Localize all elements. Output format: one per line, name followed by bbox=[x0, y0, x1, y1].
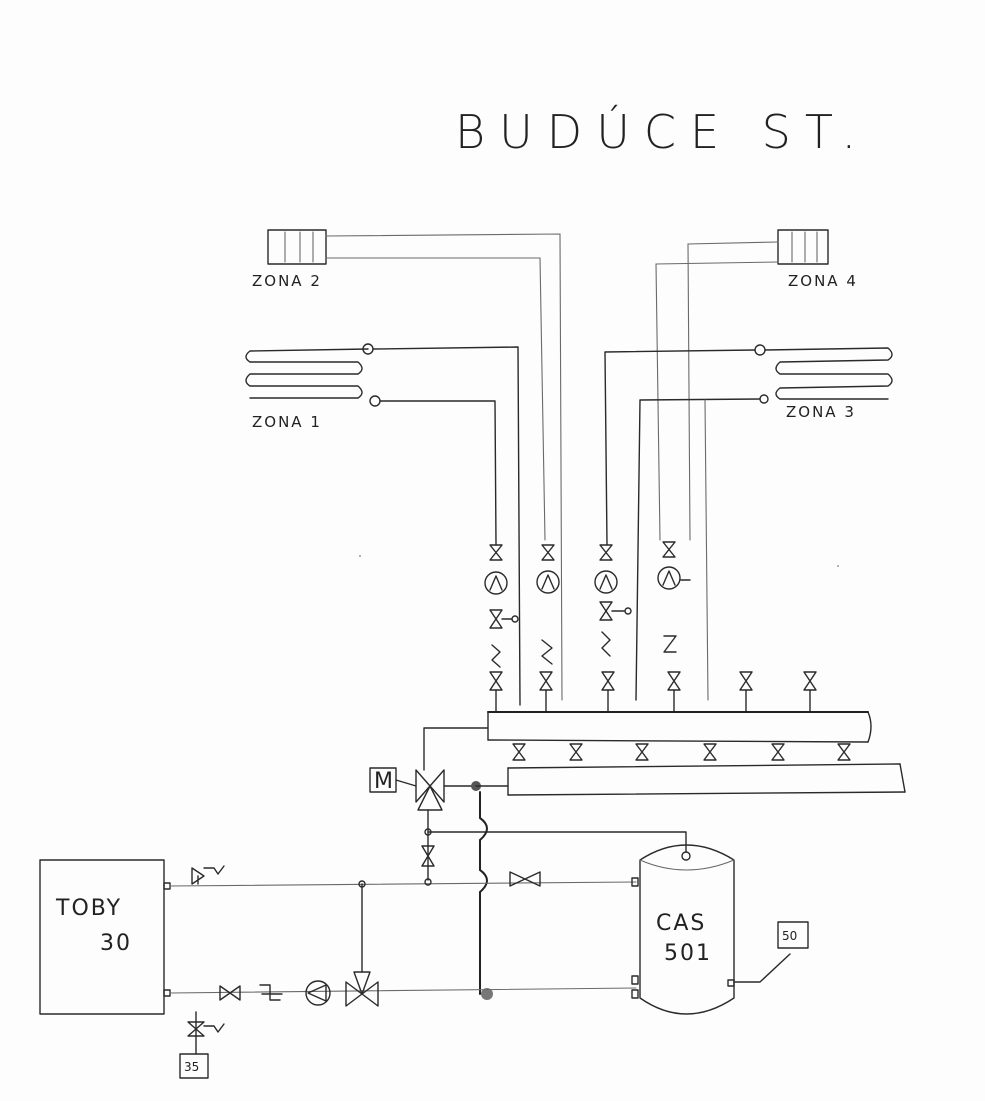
page-title: BUDÚCE ST. bbox=[455, 105, 870, 159]
boiler-sensor-label: 35 bbox=[184, 1060, 199, 1074]
manifold-valve-row bbox=[512, 743, 851, 761]
return-mixing-valve bbox=[345, 971, 379, 1007]
zona1-branch-assembly bbox=[484, 544, 519, 713]
boiler-sensor-box bbox=[179, 1053, 209, 1079]
safety-valve-return bbox=[187, 1021, 205, 1037]
zona4-label: ZONA 4 bbox=[788, 272, 858, 290]
check-valve bbox=[259, 984, 281, 1001]
boiler-power: 30 bbox=[100, 931, 132, 956]
boiler-pump bbox=[305, 980, 331, 1006]
bypass-valve bbox=[421, 845, 435, 867]
zona4-radiator bbox=[777, 229, 829, 265]
three-way-mixing-valve bbox=[395, 769, 445, 811]
zona3-label: ZONA 3 bbox=[786, 403, 856, 421]
zona1-floor-loop bbox=[245, 343, 381, 407]
zona2-label: ZONA 2 bbox=[252, 272, 322, 290]
return-manifold bbox=[507, 763, 906, 796]
boiler-box bbox=[39, 859, 165, 1015]
tank-sensor-label: 50 bbox=[782, 929, 797, 943]
return-junction bbox=[481, 988, 493, 1000]
actuator-label: M bbox=[374, 769, 395, 794]
zona3-floor-loop bbox=[754, 344, 893, 404]
tank-volume: 501 bbox=[664, 941, 712, 966]
return-valve bbox=[219, 985, 241, 1001]
supply-manifold bbox=[487, 711, 872, 743]
zona3-branch-assembly bbox=[594, 544, 632, 713]
tank-name: CAS bbox=[656, 911, 706, 936]
tank-supply-valve bbox=[509, 871, 541, 887]
zona1-label: ZONA 1 bbox=[252, 413, 322, 431]
zona4-branch-assembly bbox=[657, 541, 691, 713]
storage-tank bbox=[639, 844, 735, 1015]
tank-sensor-box bbox=[777, 921, 809, 949]
boiler-name: TOBY bbox=[55, 896, 122, 921]
spare-valve-2 bbox=[803, 671, 817, 691]
zona2-radiator bbox=[267, 229, 327, 265]
spare-valve-1 bbox=[739, 671, 753, 691]
zona2-branch-assembly bbox=[536, 544, 560, 713]
